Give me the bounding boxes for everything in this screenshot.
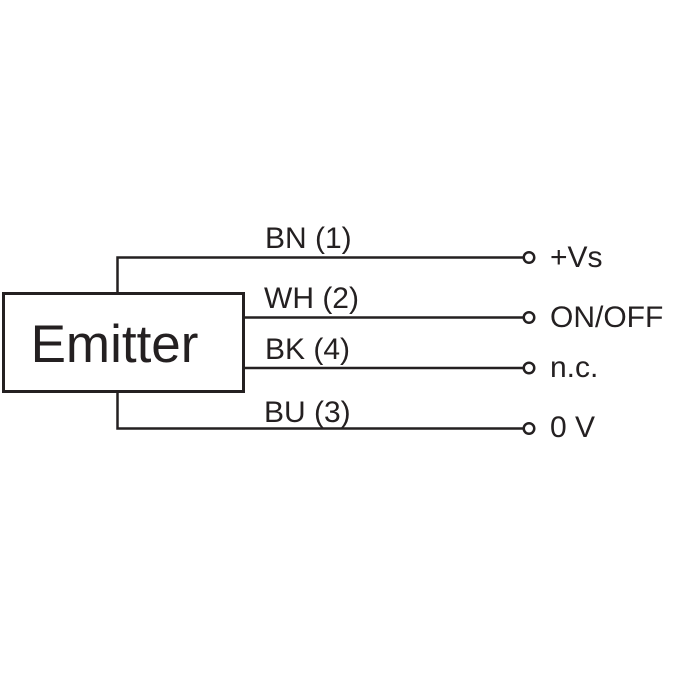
emitter-box [2, 292, 245, 393]
terminal-label-0v: 0 V [550, 411, 596, 444]
wire-bu-line [116, 392, 523, 430]
terminal-label-vs: +Vs [550, 241, 603, 274]
terminal-label-onoff: ON/OFF [550, 301, 664, 334]
wire-label-bk: BK (4) [265, 333, 351, 366]
wire-label-bn: BN (1) [265, 222, 352, 255]
terminal-circle-onoff [522, 311, 536, 324]
terminal-circle-nc [522, 361, 536, 375]
device-label: Emitter [30, 315, 199, 374]
terminal-label-nc: n.c. [550, 351, 599, 384]
wire-label-wh: WH (2) [264, 282, 359, 315]
wire-bn-line [116, 256, 523, 293]
wire-label-bu: BU (3) [264, 396, 351, 429]
terminal-circle-vs [522, 251, 536, 264]
terminal-circle-0v [522, 422, 536, 435]
